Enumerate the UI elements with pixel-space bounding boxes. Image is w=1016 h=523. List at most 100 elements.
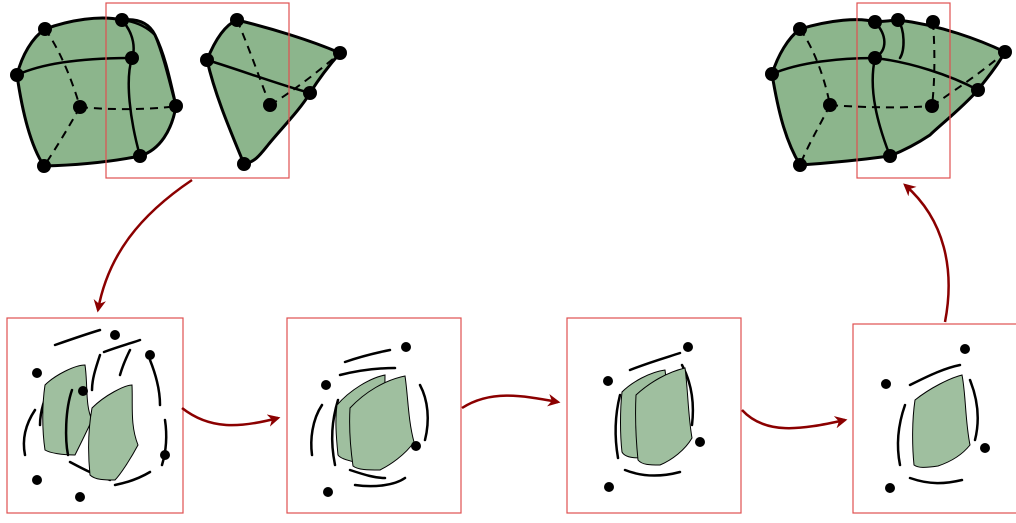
mesh-node <box>125 51 139 65</box>
panel-arc <box>614 393 622 460</box>
panel-arc <box>53 328 102 347</box>
panel-node <box>78 386 88 396</box>
panel-arc <box>22 408 37 457</box>
merged-mesh-dashed-edge <box>931 51 1006 107</box>
arrow-panel-2-to-panel-3 <box>461 394 561 410</box>
mesh-node <box>333 46 347 60</box>
panel-arc <box>418 383 429 442</box>
panel-frame <box>566 317 742 514</box>
merged-mesh-group <box>765 13 1012 172</box>
merged-mesh-edge <box>770 56 877 76</box>
mesh-node <box>793 158 807 172</box>
panel-arc <box>623 468 682 477</box>
mesh-node <box>868 51 882 65</box>
panel-node <box>980 443 990 453</box>
panel-node <box>603 376 613 386</box>
merged-mesh-dashed-edge <box>931 21 936 107</box>
mesh-node <box>926 15 940 29</box>
left-mesh-body <box>15 16 178 168</box>
panel-arc <box>896 403 907 467</box>
merged-mesh-dashed-edge <box>799 28 831 106</box>
arrow-top-to-panel-1 <box>93 178 193 313</box>
panel-node <box>32 368 42 378</box>
patch-b <box>88 384 139 481</box>
left-mesh-dashed-edge <box>44 28 81 108</box>
panel-arc <box>338 366 397 377</box>
panel-frame <box>852 323 1016 514</box>
panel-node <box>411 441 421 451</box>
panel-3 <box>566 317 742 514</box>
mesh-node <box>891 13 905 27</box>
panel-arc <box>148 358 162 407</box>
panel-node <box>881 379 891 389</box>
panel-node <box>321 380 331 390</box>
mesh-node <box>793 22 807 36</box>
mesh-node <box>133 149 147 163</box>
mesh-node <box>37 159 51 173</box>
right-mesh-dashed-edge <box>269 52 341 106</box>
panel-arc <box>343 348 392 364</box>
mesh-node <box>200 53 214 67</box>
patch-merged <box>912 374 971 468</box>
panel-frame <box>6 317 184 514</box>
panel-arc <box>64 388 74 457</box>
panel-arc <box>353 476 407 488</box>
mesh-node <box>883 149 897 163</box>
mesh-node <box>263 98 277 112</box>
mesh-node <box>10 68 24 82</box>
mesh-node <box>868 15 882 29</box>
panel-arc <box>968 378 979 442</box>
panel-node <box>695 437 705 447</box>
panel-node <box>32 475 42 485</box>
patch-b <box>349 375 415 471</box>
merged-mesh-edge <box>873 56 980 92</box>
patch-b <box>635 367 693 466</box>
panel-node <box>75 492 85 502</box>
right-mesh-dashed-edge <box>236 19 271 106</box>
panel-arc <box>113 470 152 487</box>
mesh-node <box>303 86 317 100</box>
panel-1 <box>6 317 184 514</box>
panel-node <box>323 487 333 497</box>
mesh-node <box>38 22 52 36</box>
mesh-node <box>925 99 939 113</box>
panel-frame <box>286 317 462 514</box>
panel-node <box>145 350 155 360</box>
highlight-frame-top-left <box>105 2 290 179</box>
panel-arc <box>908 363 962 387</box>
left-mesh-edge <box>120 18 178 108</box>
left-mesh-edge <box>127 56 142 158</box>
panel-arc <box>908 476 964 485</box>
mesh-node <box>237 157 251 171</box>
mesh-node <box>169 99 183 113</box>
mesh-node <box>971 83 985 97</box>
left-mesh-edge <box>15 56 134 77</box>
panel-node <box>885 483 895 493</box>
highlight-frame-top-right <box>856 2 951 179</box>
mesh-node <box>823 98 837 112</box>
panel-arc <box>160 418 168 467</box>
merged-mesh-body <box>770 18 1007 167</box>
panel-arc <box>102 338 142 354</box>
left-mesh-group <box>10 13 183 173</box>
mesh-node <box>73 100 87 114</box>
panel-arc <box>118 348 132 377</box>
panel-node <box>960 344 970 354</box>
mesh-node <box>998 45 1012 59</box>
arrow-panel-4-to-top-right <box>903 183 950 323</box>
arrow-panel-1-to-panel-2 <box>181 407 281 427</box>
panel-node <box>401 342 411 352</box>
panel-arc <box>628 351 682 372</box>
mesh-node <box>765 67 779 81</box>
mesh-node <box>115 13 129 27</box>
right-mesh-group <box>200 13 347 171</box>
mesh-node <box>230 13 244 27</box>
left-mesh-dashed-edge <box>79 105 177 111</box>
panel-2 <box>286 317 462 514</box>
panel-arc <box>310 403 324 457</box>
arrow-panel-3-to-panel-4 <box>741 409 848 430</box>
panel-node <box>110 330 120 340</box>
panel-node <box>683 342 693 352</box>
